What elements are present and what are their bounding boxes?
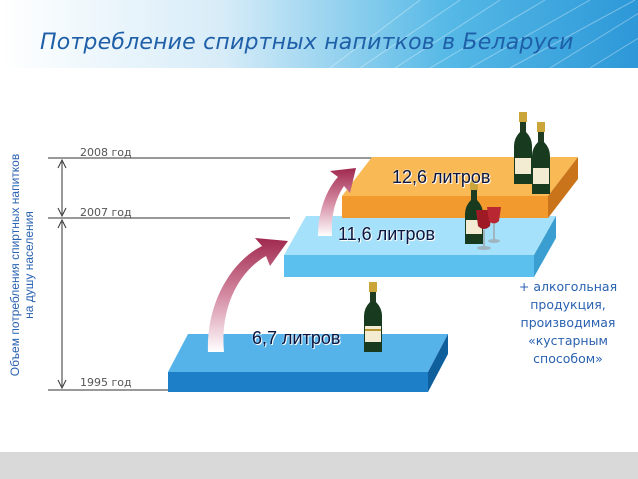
wine-glass-icon [476,210,492,250]
year-label-2008: 2008 год [80,146,132,159]
arrow-head-icon [57,218,67,229]
header-background [0,0,638,68]
arrow-head-icon [57,207,67,218]
axis-label-line1: Объем потребления спиртных напитков [8,153,22,377]
step-label-2007: 11,6 литров [338,224,436,244]
header-banner: Потребление спиртных напитков в Беларуси [0,0,638,68]
axis-label-line2: на душу населения [22,211,36,319]
growth-arrow-icon [207,238,288,352]
year-label-2007: 2007 год [80,206,132,219]
arrow-head-icon [57,158,67,169]
champagne-bottle-icon [532,122,550,194]
step-label-1995: 6,7 литров [252,328,341,348]
step-label-2008: 12,6 литров [392,167,491,187]
footer-bar [0,452,638,479]
wine-glass-icon [487,207,501,243]
champagne-bottle-icon [364,282,382,352]
champagne-bottle-icon [514,112,532,184]
vertical-axis-label: Объем потребления спиртных напитков на д… [8,115,36,415]
axis-bracket [48,157,400,391]
note-text: + алкогольная продукция, производимая «к… [518,279,618,366]
page-title: Потребление спиртных напитков в Беларуси [40,30,574,55]
diagram-canvas [48,112,578,392]
year-label-1995: 1995 год [80,376,132,389]
arrow-head-icon [57,379,67,390]
growth-arrow-icon [318,168,356,236]
